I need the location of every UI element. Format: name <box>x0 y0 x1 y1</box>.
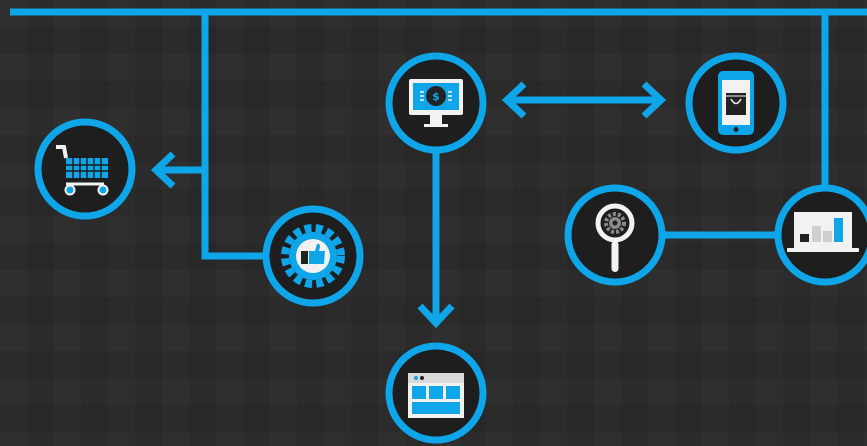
magnifier-gear-icon <box>595 203 635 272</box>
connectors <box>10 8 867 329</box>
cart-arrowhead <box>150 151 176 189</box>
down-arrow-head <box>417 303 455 329</box>
svg-text:$: $ <box>432 90 440 103</box>
monitor-dollar-icon: $ <box>409 79 463 127</box>
left-vertical-connector <box>201 12 264 260</box>
gear-thumbs-up-icon <box>281 224 345 288</box>
node-settings-gear-like <box>262 205 364 307</box>
double-arrow-right-head <box>641 81 667 119</box>
browser-layout-icon <box>408 373 464 418</box>
node-smartphone-shopping <box>685 52 787 154</box>
node-search-settings <box>564 184 666 286</box>
laptop-chart-icon <box>787 212 859 252</box>
smartphone-bag-icon <box>718 71 754 135</box>
node-laptop-analytics <box>774 184 867 286</box>
double-arrow-left-head <box>501 81 527 119</box>
shopping-cart-icon <box>56 145 109 196</box>
node-monitor-payment: $ <box>385 52 487 154</box>
node-shopping-cart <box>34 118 136 220</box>
node-browser-window <box>385 342 487 444</box>
